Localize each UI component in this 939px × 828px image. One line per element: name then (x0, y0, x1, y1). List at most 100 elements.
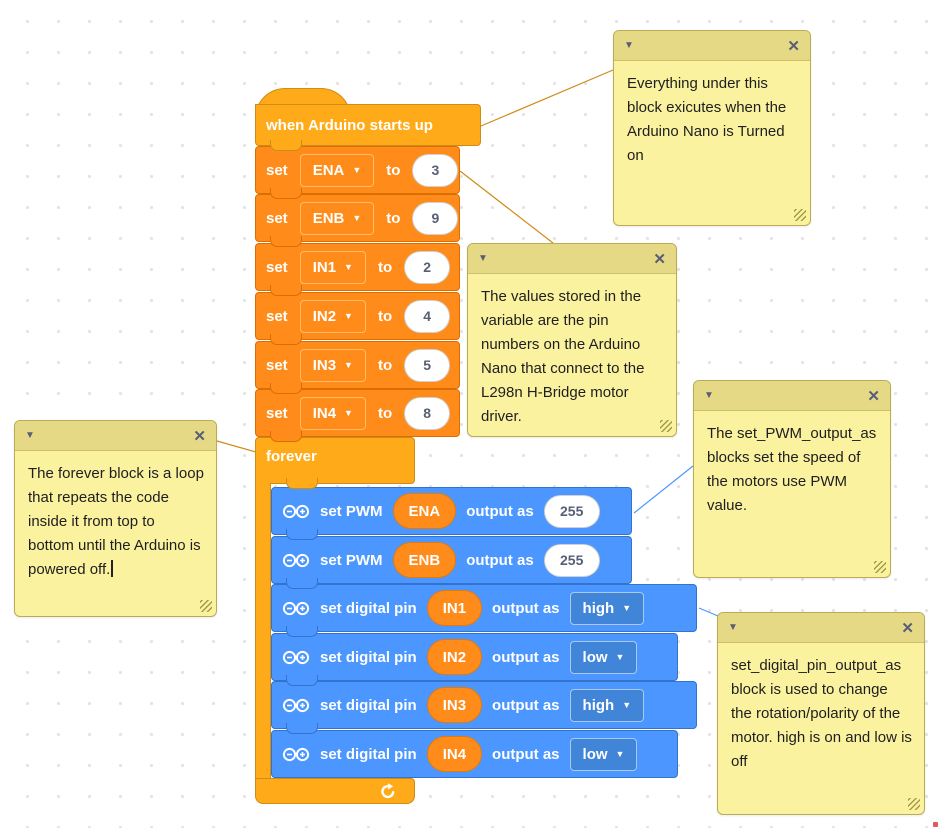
block-text: output as (492, 599, 560, 617)
close-comment-icon[interactable]: ✕ (901, 619, 914, 637)
value-input[interactable]: 3 (412, 153, 459, 187)
collapse-comment-icon[interactable]: ▼ (728, 622, 738, 633)
close-comment-icon[interactable]: ✕ (787, 37, 800, 55)
comment-forever[interactable]: ▼ ✕ The forever block is a loop that rep… (14, 420, 217, 617)
comment-text-content: The set_PWM_output_as blocks set the spe… (707, 425, 877, 514)
set-label: set (266, 404, 288, 422)
comment-header[interactable]: ▼ ✕ (694, 381, 890, 411)
block-bottom-bump (286, 478, 318, 489)
comment-resize-handle[interactable] (200, 600, 212, 612)
comment-header[interactable]: ▼ ✕ (468, 244, 676, 274)
arduino-icon (282, 504, 310, 518)
loop-arrow-icon (381, 783, 395, 799)
variable-reporter[interactable]: ENB (392, 542, 457, 578)
set-digital-pin-block-in3[interactable]: set digital pin IN3 output as high ▼ (271, 681, 697, 734)
comment-text[interactable]: set_digital_pin_output_as block is used … (718, 643, 924, 780)
block-text: set digital pin (320, 696, 417, 714)
comment-variables[interactable]: ▼ ✕ The values stored in the variable ar… (467, 243, 677, 437)
arduino-icon (282, 698, 310, 712)
variable-dropdown[interactable]: ENB ▼ (299, 201, 375, 235)
connector-digital-comment (698, 607, 719, 617)
collapse-comment-icon[interactable]: ▼ (704, 390, 714, 401)
close-comment-icon[interactable]: ✕ (867, 387, 880, 405)
variable-dropdown-value: IN3 (312, 356, 337, 374)
variable-name: ENA (408, 502, 441, 520)
set-variable-block-in1[interactable]: set IN1 ▼ to 2 (255, 243, 460, 296)
set-variable-block-enb[interactable]: set ENB ▼ to 9 (255, 194, 460, 247)
comment-resize-handle[interactable] (908, 798, 920, 810)
set-variable-block-in4[interactable]: set IN4 ▼ to 8 (255, 389, 460, 442)
variable-reporter[interactable]: IN3 (426, 687, 483, 723)
hat-block-label: when Arduino starts up (266, 116, 433, 134)
chevron-down-icon: ▼ (622, 602, 632, 613)
set-digital-pin-block-in2[interactable]: set digital pin IN2 output as low ▼ (271, 633, 678, 686)
variable-reporter[interactable]: IN2 (426, 639, 483, 675)
comment-header[interactable]: ▼ ✕ (15, 421, 216, 451)
block-text: set digital pin (320, 599, 417, 617)
variable-dropdown[interactable]: ENA ▼ (299, 153, 375, 187)
variable-reporter[interactable]: IN1 (426, 590, 483, 626)
comment-text[interactable]: Everything under this block exicutes whe… (614, 61, 810, 174)
collapse-comment-icon[interactable]: ▼ (478, 253, 488, 264)
to-label: to (377, 307, 393, 325)
comment-text[interactable]: The set_PWM_output_as blocks set the spe… (694, 411, 890, 524)
collapse-comment-icon[interactable]: ▼ (25, 430, 35, 441)
to-label: to (377, 356, 393, 374)
to-label: to (377, 258, 393, 276)
chevron-down-icon: ▼ (344, 310, 353, 321)
to-label: to (386, 161, 401, 179)
value-input[interactable]: 9 (412, 201, 459, 235)
set-variable-block-ena[interactable]: set ENA ▼ to 3 (255, 146, 460, 199)
forever-block-bottom[interactable] (255, 778, 415, 804)
variable-dropdown[interactable]: IN1 ▼ (299, 250, 366, 284)
pwm-value-input[interactable]: 255 (543, 494, 600, 528)
value-input[interactable]: 4 (404, 299, 451, 333)
chevron-down-icon: ▼ (344, 407, 353, 418)
variable-name: IN1 (442, 599, 467, 617)
set-variable-block-in3[interactable]: set IN3 ▼ to 5 (255, 341, 460, 394)
comment-text-content: Everything under this block exicutes whe… (627, 75, 787, 164)
comment-resize-handle[interactable] (660, 420, 672, 432)
comment-text[interactable]: The values stored in the variable are th… (468, 274, 676, 435)
close-comment-icon[interactable]: ✕ (653, 250, 666, 268)
close-comment-icon[interactable]: ✕ (193, 427, 206, 445)
value-input[interactable]: 5 (404, 348, 451, 382)
variable-reporter[interactable]: ENA (392, 493, 457, 529)
forever-block-spine[interactable] (255, 483, 271, 778)
block-text: output as (466, 502, 534, 520)
block-bottom-bump (270, 431, 302, 442)
comment-startup[interactable]: ▼ ✕ Everything under this block exicutes… (613, 30, 811, 226)
pwm-value-input[interactable]: 255 (543, 543, 600, 577)
comment-digital[interactable]: ▼ ✕ set_digital_pin_output_as block is u… (717, 612, 925, 815)
comment-resize-handle[interactable] (794, 209, 806, 221)
level-dropdown[interactable]: high ▼ (569, 688, 645, 722)
chevron-down-icon: ▼ (615, 748, 625, 759)
collapse-comment-icon[interactable]: ▼ (624, 40, 634, 51)
set-pwm-block-enb[interactable]: set PWM ENB output as 255 (271, 536, 632, 589)
arduino-icon (282, 650, 310, 664)
text-cursor (111, 560, 113, 577)
set-digital-pin-block-in4[interactable]: set digital pin IN4 output as low ▼ (271, 730, 678, 778)
level-dropdown[interactable]: low ▼ (569, 737, 638, 771)
comment-resize-handle[interactable] (874, 561, 886, 573)
comment-pwm[interactable]: ▼ ✕ The set_PWM_output_as blocks set the… (693, 380, 891, 578)
variable-dropdown[interactable]: IN4 ▼ (299, 396, 366, 430)
level-dropdown[interactable]: high ▼ (569, 591, 645, 625)
variable-name: IN2 (442, 648, 467, 666)
value-text: 9 (431, 210, 440, 226)
value-input[interactable]: 2 (404, 250, 451, 284)
set-digital-pin-block-in1[interactable]: set digital pin IN1 output as high ▼ (271, 584, 697, 637)
variable-dropdown[interactable]: IN2 ▼ (299, 299, 366, 333)
hat-block-when-arduino-starts-up[interactable]: when Arduino starts up (255, 104, 481, 151)
comment-text[interactable]: The forever block is a loop that repeats… (15, 451, 216, 588)
comment-header[interactable]: ▼ ✕ (718, 613, 924, 643)
value-input[interactable]: 8 (404, 396, 451, 430)
set-pwm-block-ena[interactable]: set PWM ENA output as 255 (271, 487, 632, 540)
variable-dropdown[interactable]: IN3 ▼ (299, 348, 366, 382)
comment-header[interactable]: ▼ ✕ (614, 31, 810, 61)
set-variable-block-in2[interactable]: set IN2 ▼ to 4 (255, 292, 460, 345)
level-dropdown[interactable]: low ▼ (569, 640, 638, 674)
forever-block-top[interactable]: forever (255, 437, 415, 489)
variable-reporter[interactable]: IN4 (426, 736, 483, 772)
